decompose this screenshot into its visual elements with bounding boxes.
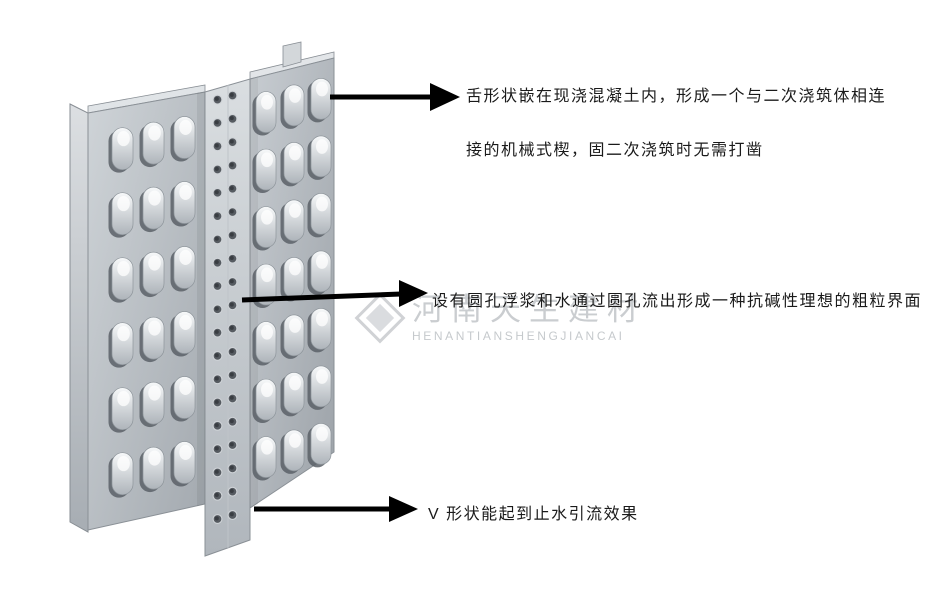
arrow-tongue-note [330,83,460,111]
panel-left-flange [69,103,89,533]
arrow-vshape-note [254,496,418,522]
note-vshape: V 形状能起到止水引流效果 [428,500,639,524]
note-tongue-line2: 接的机械式楔，固二次浇筑时无需打凿 [466,142,764,159]
drain-holes [212,90,238,524]
fold-shadow-left [197,92,205,506]
panel-illustration [69,41,335,557]
note-tongue: 舌形状嵌在现浇混凝土内，形成一个与二次浇筑体相连 接的机械式楔，固二次浇筑时无需… [466,82,886,160]
note-tongue-line1: 舌形状嵌在现浇混凝土内，形成一个与二次浇筑体相连 [466,88,887,105]
right-face-tongue-tabs [252,78,332,481]
note-holes: 设有圆孔浮浆和水通过圆孔流出形成一种抗碱性理想的粗粒界面 [432,287,922,311]
note-vshape-text: V 形状能起到止水引流效果 [428,506,639,523]
arrow-holes-note [241,280,428,307]
left-face-tongue-tabs [108,116,196,498]
note-holes-text: 设有圆孔浮浆和水通过圆孔流出形成一种抗碱性理想的粗粒界面 [432,293,923,310]
panel-top-tab [282,41,302,68]
